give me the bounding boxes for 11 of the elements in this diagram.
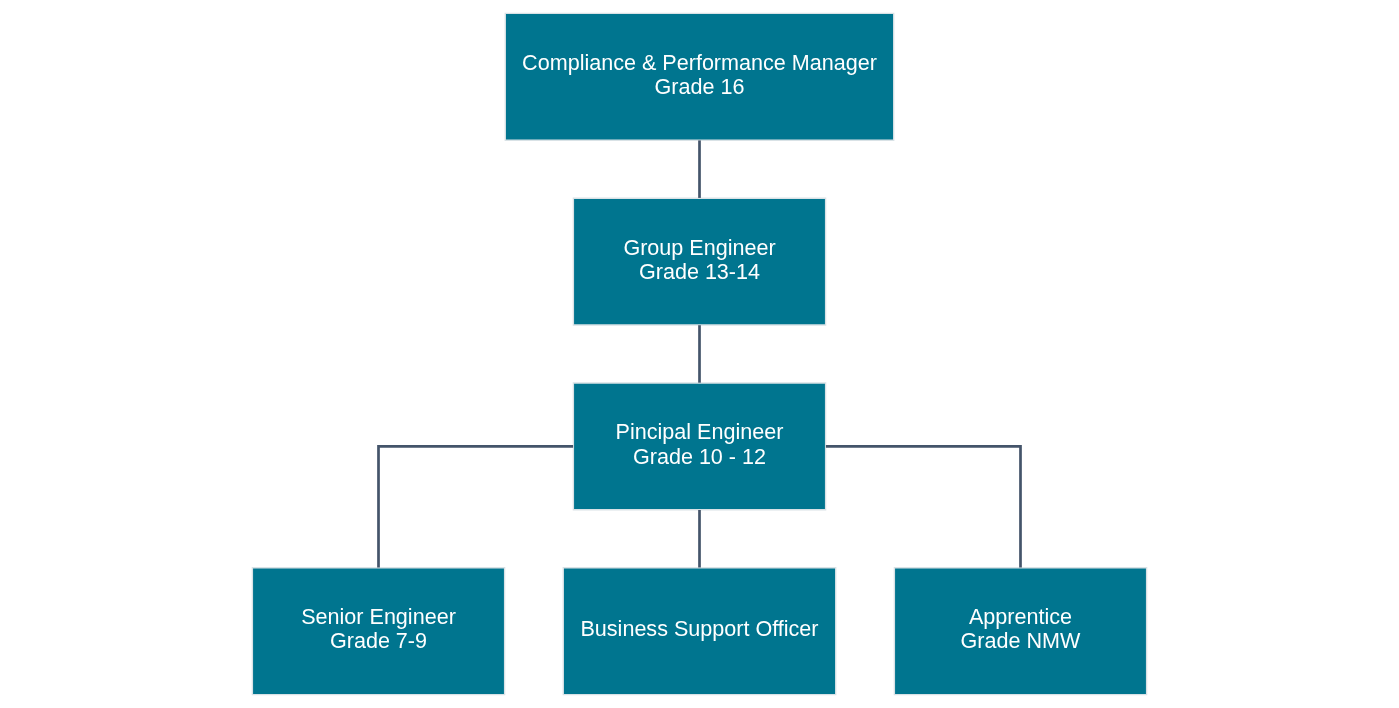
connector	[698, 140, 701, 198]
connector	[698, 510, 701, 568]
node-box: Senior Engineer Grade 7-9	[251, 567, 506, 696]
node-box: Apprentice Grade NMW	[893, 567, 1148, 696]
node-box: Business Support Officer	[562, 567, 837, 696]
node-box: Group Engineer Grade 13-14	[572, 197, 827, 326]
node-box: Pincipal Engineer Grade 10 - 12	[572, 382, 827, 511]
connector	[377, 445, 574, 568]
node-box: Compliance & Performance Manager Grade 16	[504, 12, 895, 141]
connector	[698, 325, 701, 383]
connector	[825, 445, 1022, 568]
